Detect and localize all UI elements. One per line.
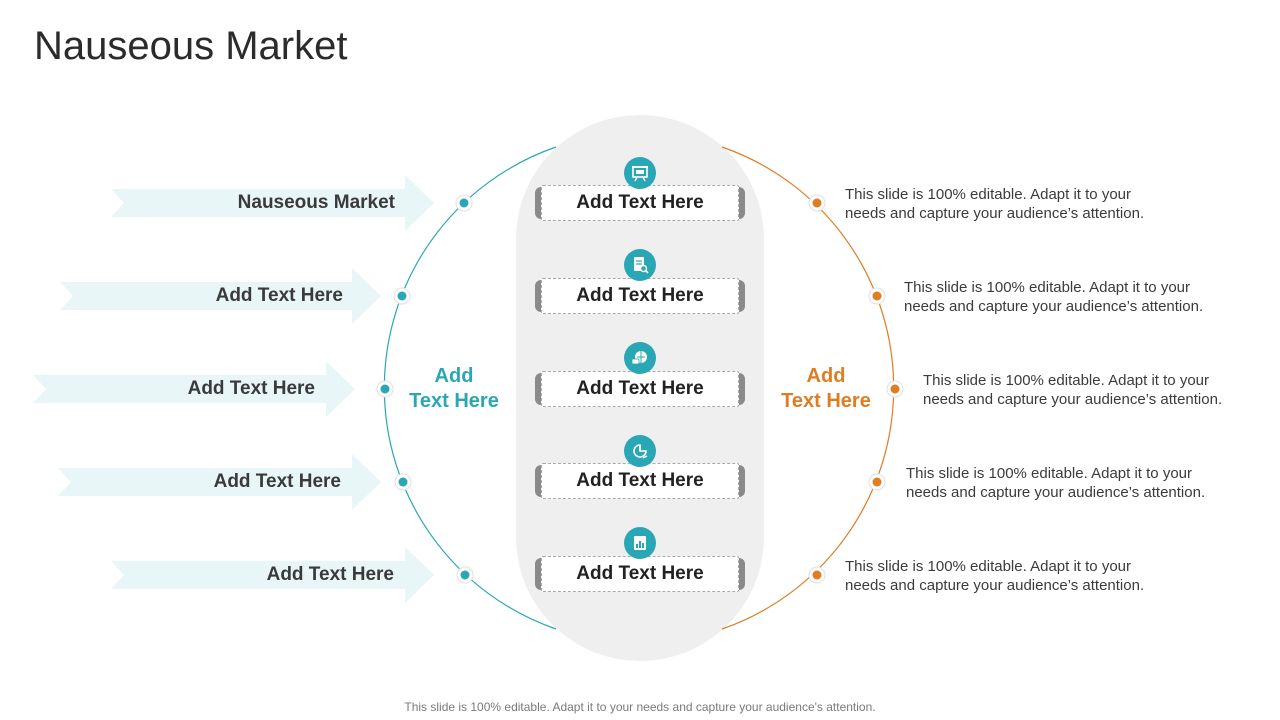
right-desc-2: This slide is 100% editable. Adapt it to… [904, 279, 1204, 315]
left-dot-4 [394, 473, 412, 491]
pie-chart-icon [624, 435, 656, 467]
left-label-5: Add Text Here [266, 564, 394, 585]
center-box-5: Add Text Here [541, 556, 739, 592]
right-dot-3 [886, 380, 904, 398]
left-label-1: Nauseous Market [237, 192, 395, 213]
left-label-4: Add Text Here [213, 471, 341, 492]
page-title: Nauseous Market [34, 24, 348, 68]
right-dot-5 [808, 566, 826, 584]
left-heading: Add Text Here [409, 365, 499, 412]
left-arrow-3 [33, 361, 355, 417]
right-dot-1 [808, 194, 826, 212]
globe-chat-icon [624, 342, 656, 374]
bar-chart-icon [624, 527, 656, 559]
left-dot-1 [455, 194, 473, 212]
left-dot-3 [376, 380, 394, 398]
left-arrow-1 [111, 175, 434, 231]
footer-note: This slide is 100% editable. Adapt it to… [404, 700, 876, 714]
left-arrow-2 [60, 268, 381, 324]
document-search-icon [624, 249, 656, 281]
right-desc-5: This slide is 100% editable. Adapt it to… [845, 558, 1145, 594]
left-dot-2 [393, 287, 411, 305]
right-desc-3: This slide is 100% editable. Adapt it to… [923, 372, 1223, 408]
center-box-1: Add Text Here [541, 185, 739, 221]
right-desc-4: This slide is 100% editable. Adapt it to… [906, 465, 1206, 501]
right-dot-4 [868, 473, 886, 491]
right-dot-2 [868, 287, 886, 305]
left-label-3: Add Text Here [187, 378, 315, 399]
left-dot-5 [456, 566, 474, 584]
right-desc-1: This slide is 100% editable. Adapt it to… [845, 186, 1145, 222]
center-box-2: Add Text Here [541, 278, 739, 314]
left-label-2: Add Text Here [215, 285, 343, 306]
center-box-3: Add Text Here [541, 371, 739, 407]
left-arrow-5 [111, 547, 434, 603]
left-arrow-4 [58, 454, 381, 510]
right-heading: Add Text Here [781, 365, 871, 412]
presentation-board-icon [624, 157, 656, 189]
center-box-4: Add Text Here [541, 463, 739, 499]
